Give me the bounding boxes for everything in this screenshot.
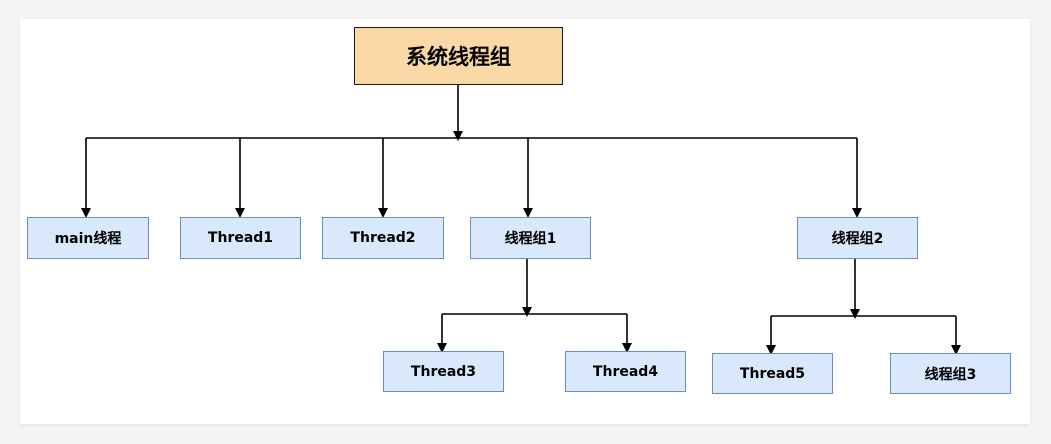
- node-thread4: Thread4: [565, 351, 686, 392]
- node-thread-group3: 线程组3: [890, 353, 1011, 394]
- node-thread-group1: 线程组1: [470, 217, 591, 259]
- node-thread1: Thread1: [180, 217, 301, 259]
- node-thread2: Thread2: [322, 217, 444, 259]
- node-thread5: Thread5: [712, 353, 833, 394]
- node-main-thread: main线程: [27, 217, 149, 259]
- root-node-system-thread-group: 系统线程组: [354, 27, 563, 85]
- node-thread-group2: 线程组2: [797, 217, 918, 259]
- node-thread3: Thread3: [383, 351, 504, 392]
